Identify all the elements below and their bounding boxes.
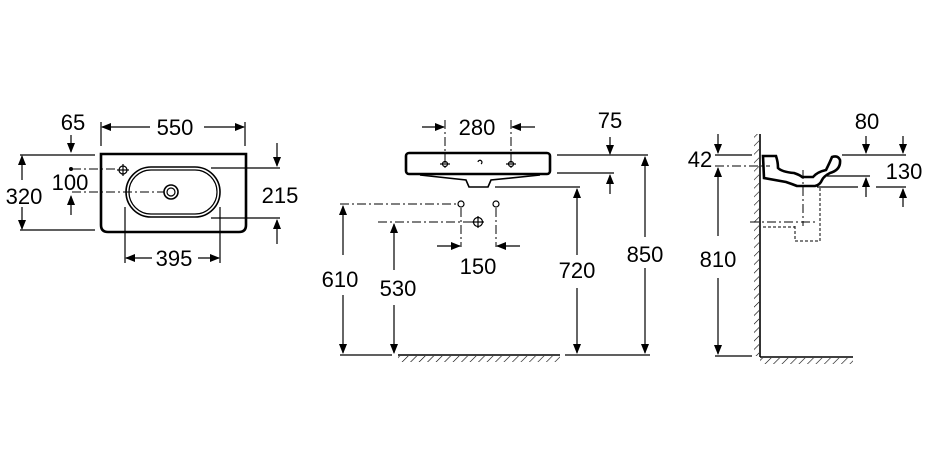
overflow-icon (477, 159, 483, 165)
basin-profile (761, 154, 842, 188)
floor-hatch (760, 358, 853, 364)
plan-view: 550 65 320 100 215 395 (6, 110, 299, 271)
dim-depth: 320 (6, 184, 43, 209)
dim-width: 550 (157, 115, 194, 140)
drain-inner-icon (166, 187, 176, 197)
dim-supply-height: 610 (322, 267, 359, 292)
dim-axis-height: 810 (700, 247, 737, 272)
wall-hatch (754, 134, 759, 356)
side-view: 42 810 80 130 (688, 109, 923, 364)
tap-centre-dot (69, 167, 73, 171)
dim-bowl-width: 395 (156, 246, 193, 271)
dim-waste-height: 530 (380, 276, 417, 301)
basin-underside (419, 174, 541, 188)
basin-front-outline (404, 151, 552, 176)
floor-hatch (398, 356, 560, 362)
dim-bowl-depth: 215 (262, 183, 299, 208)
supply-point-icon (457, 200, 465, 208)
trap-outline (794, 186, 821, 242)
dim-tap-front: 100 (52, 170, 89, 195)
front-view: 280 75 720 850 610 530 (322, 108, 664, 362)
dim-bowl-height: 130 (886, 159, 923, 184)
dim-tap-spacing: 280 (459, 115, 496, 140)
dim-rim-to-axis: 42 (688, 147, 712, 172)
dim-rim-lip: 80 (855, 109, 879, 134)
dim-tap-side: 65 (61, 110, 85, 135)
dim-underside-height: 720 (559, 258, 596, 283)
supply-point-icon (492, 200, 500, 208)
dim-supply-spacing: 150 (460, 254, 497, 279)
dim-basin-thickness: 75 (598, 108, 622, 133)
dim-rim-height: 850 (627, 242, 664, 267)
